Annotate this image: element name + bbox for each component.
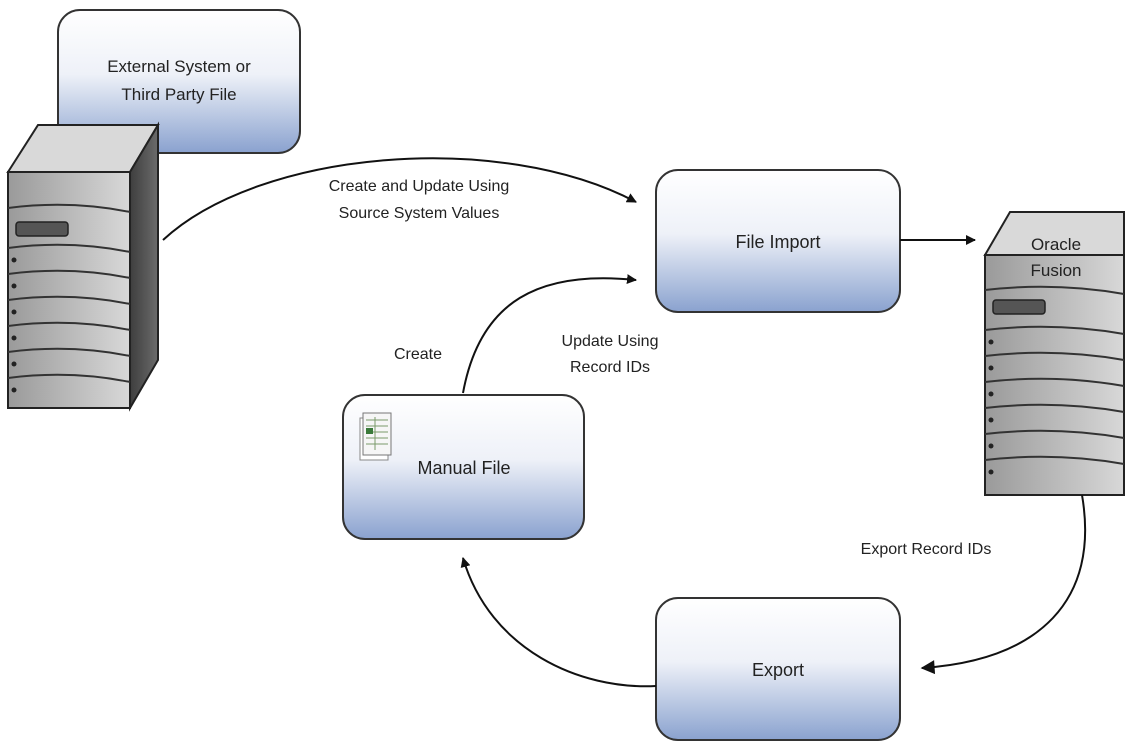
edge-label-update-line1: Update Using	[562, 333, 659, 350]
source-server-icon	[6, 121, 160, 412]
external-system-label-line2: Third Party File	[121, 85, 236, 104]
manual-file-label: Manual File	[417, 458, 510, 478]
edge-label-create: Create	[394, 346, 442, 363]
export-node: Export	[655, 597, 901, 741]
manual-file-node: Manual File	[342, 394, 585, 540]
file-import-node: File Import	[655, 169, 901, 313]
export-label: Export	[752, 660, 804, 680]
edge-label-create-update-line2: Source System Values	[339, 205, 500, 222]
arrow-oracle-to-export	[920, 494, 1087, 675]
file-import-label: File Import	[735, 232, 820, 252]
external-system-node: External System or Third Party File	[57, 9, 301, 154]
arrow-server-to-file-import	[162, 157, 637, 241]
edge-label-create-update-line1: Create and Update Using	[329, 178, 510, 195]
spreadsheet-icon	[359, 412, 392, 461]
edge-label-export-ids: Export Record IDs	[861, 541, 992, 558]
oracle-fusion-server-icon: Oracle Fusion	[983, 211, 1125, 496]
oracle-fusion-label-line2: Fusion	[1030, 261, 1081, 280]
arrow-manual-file-to-file-import	[462, 274, 637, 394]
arrow-export-to-manual-file	[460, 557, 657, 688]
oracle-fusion-label-line1: Oracle	[1031, 235, 1081, 254]
edge-label-update-line2: Record IDs	[570, 359, 650, 376]
external-system-label-line1: External System or	[107, 57, 251, 76]
